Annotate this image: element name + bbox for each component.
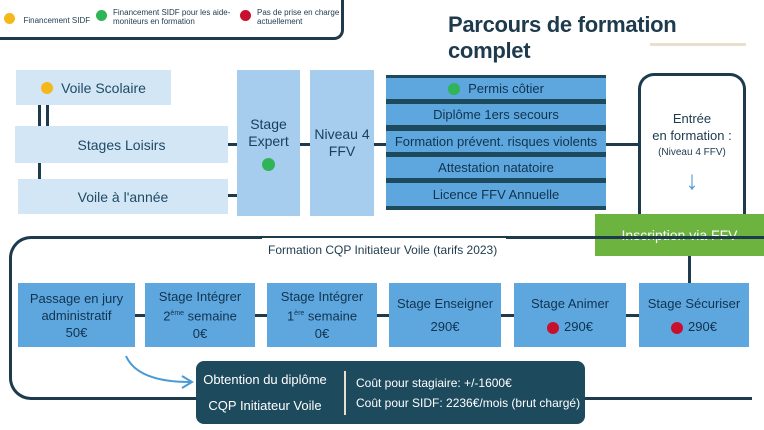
connector-annee-expert xyxy=(228,194,238,197)
legend-box xyxy=(0,0,344,40)
green-dot-icon xyxy=(262,157,275,171)
connector-loisirs-annee xyxy=(38,163,41,179)
title-underline xyxy=(650,43,746,46)
cqp-title-bg xyxy=(262,238,506,262)
entree-formation-box: Entrée en formation : (Niveau 4 FFV) ↓ xyxy=(638,73,746,223)
connector-loisirs-expert xyxy=(228,143,238,146)
green-dot-icon xyxy=(96,10,107,21)
step-integrer-1: Stage Intégrer 1ère semaine 0€ xyxy=(267,283,377,347)
step-enseigner: Stage Enseigner 290€ xyxy=(389,283,501,347)
step-connector xyxy=(501,314,514,317)
connector-prereq-entree xyxy=(606,143,638,146)
stage-expert-box: Stage Expert xyxy=(237,70,300,216)
step-animer: Stage Animer 290€ xyxy=(514,283,626,347)
cqp-frame-right-bottom xyxy=(752,344,764,400)
step-connector xyxy=(377,314,389,317)
voile-annee-box: Voile à l'année xyxy=(18,179,228,214)
step-securiser: Stage Sécuriser 290€ xyxy=(639,283,749,347)
page-title: Parcours de formation complet xyxy=(448,12,677,63)
step-connector xyxy=(626,314,639,317)
curved-arrow-icon xyxy=(125,355,194,389)
cqp-title: Formation CQP Initiateur Voile (tarifs 2… xyxy=(268,243,498,257)
yellow-dot-icon xyxy=(41,81,54,94)
yellow-dot-icon xyxy=(4,13,15,25)
legend-item-no-funding: Pas de prise en charge actuellement xyxy=(240,8,350,26)
costs-text: Coût pour stagiaire: +/-1600€ Coût pour … xyxy=(356,376,581,410)
prereq-secours: Diplôme 1ers secours xyxy=(386,104,606,125)
prereq-natatoire: Attestation natatoire xyxy=(386,157,606,178)
step-connector xyxy=(135,314,145,317)
green-dot-icon xyxy=(448,82,461,95)
connector-expert-niveau4 xyxy=(300,143,310,146)
prereq-licence-ffv: Licence FFV Annuelle xyxy=(386,183,606,206)
prereq-risques-violents: Formation prévent. risques violents xyxy=(386,131,606,152)
obtention-diplome: Obtention du diplôme CQP Initiateur Voil… xyxy=(203,371,327,413)
voile-scolaire-box: Voile Scolaire xyxy=(16,70,171,105)
stages-loisirs-box: Stages Loisirs xyxy=(15,126,228,163)
red-dot-icon xyxy=(671,321,684,334)
legend-item-sidf: Financement SIDF xyxy=(4,10,104,28)
cqp-frame-right-segment xyxy=(688,256,691,284)
red-dot-icon xyxy=(240,10,251,21)
inscription-ffv-box: Inscription via FFV xyxy=(595,214,764,256)
prerequisites-stack: Permis côtier Diplôme 1ers secours Forma… xyxy=(386,75,606,210)
connector-scolaire-vertical-1 xyxy=(38,105,41,127)
step-connector xyxy=(255,314,267,317)
niveau4-ffv-box: Niveau 4 FFV xyxy=(310,70,374,216)
legend-item-aide-moniteurs: Financement SIDF pour les aide- moniteur… xyxy=(96,8,236,26)
step-integrer-2: Stage Intégrer 2ème semaine 0€ xyxy=(145,283,255,347)
connector-niveau4-prereq xyxy=(374,143,386,146)
result-box: Obtention du diplôme CQP Initiateur Voil… xyxy=(196,361,585,424)
red-dot-icon xyxy=(547,321,560,334)
result-divider xyxy=(344,371,346,415)
step-jury: Passage en jury administratif 50€ xyxy=(18,283,135,347)
down-arrow-icon: ↓ xyxy=(685,165,699,195)
connector-scolaire-vertical-2 xyxy=(46,105,49,127)
prereq-permis-cotier: Permis côtier xyxy=(386,78,606,99)
